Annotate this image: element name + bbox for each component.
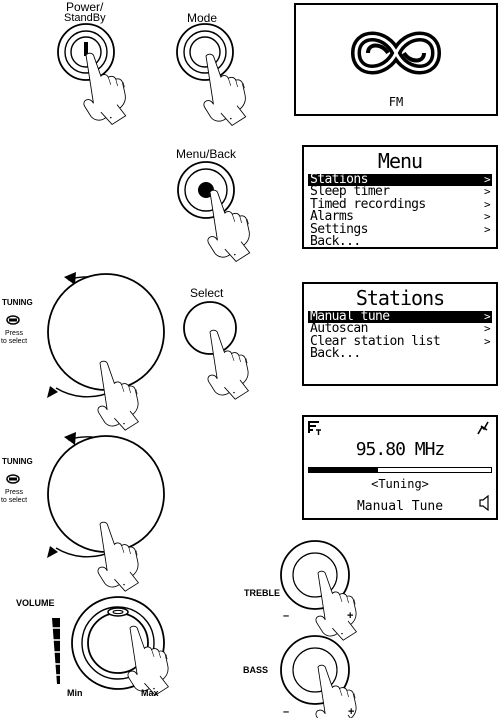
tuning-knob-icon	[7, 475, 19, 483]
press-label: Press	[3, 330, 25, 338]
tuning-progress-bar	[308, 467, 492, 473]
select-button[interactable]	[184, 302, 236, 354]
to-select-label: to select	[0, 338, 28, 346]
standby-label: StandBy	[64, 12, 106, 24]
frequency-display: 95.80 MHz	[304, 439, 496, 460]
volume-level-icon	[51, 618, 61, 684]
min-label: Min	[67, 688, 83, 698]
to-select-label: to select	[0, 497, 28, 505]
chevron-right-icon: >	[484, 224, 490, 236]
menu-item-back[interactable]: Back...	[308, 348, 492, 360]
max-label: Max	[141, 688, 159, 698]
mode-label: Mode	[187, 11, 217, 25]
fm-label: FM	[296, 95, 496, 109]
treble-plus: +	[347, 610, 353, 622]
chevron-right-icon: >	[484, 186, 490, 198]
tuning-status: <Tuning>	[304, 477, 496, 491]
menu-list: Stations> Sleep timer> Timed recordings>…	[308, 174, 492, 248]
no-stereo-icon	[476, 420, 490, 436]
menu-item-back[interactable]: Back...	[308, 236, 492, 248]
stations-list: Manual tune> Autoscan> Clear station lis…	[308, 311, 492, 361]
treble-minus: –	[283, 610, 289, 622]
tuning-progress-fill	[309, 468, 378, 472]
lcd-screen-stations: Stations Manual tune> Autoscan> Clear st…	[302, 282, 498, 386]
chevron-right-icon: >	[484, 336, 490, 348]
menu-title: Menu	[304, 149, 496, 173]
power-button[interactable]	[58, 24, 114, 80]
stations-title: Stations	[304, 286, 496, 310]
bass-minus: –	[283, 706, 289, 718]
tuning-mode-label: Manual Tune	[304, 499, 496, 514]
tuning-knob-icon	[7, 316, 19, 324]
signal-strength-icon	[307, 420, 323, 436]
chevron-right-icon: >	[484, 211, 490, 223]
speaker-icon	[478, 495, 492, 511]
press-label: Press	[3, 489, 25, 497]
tuning-label: TUNING	[2, 298, 33, 307]
menu-back-label: Menu/Back	[176, 147, 236, 161]
tuning-label: TUNING	[2, 457, 33, 466]
volume-label: VOLUME	[16, 598, 55, 608]
lcd-screen-fm: FM	[294, 3, 498, 116]
select-label: Select	[190, 286, 223, 300]
menu-back-button[interactable]	[178, 162, 234, 218]
bass-label: BASS	[243, 665, 268, 675]
lcd-screen-menu: Menu Stations> Sleep timer> Timed record…	[302, 145, 498, 249]
treble-label: TREBLE	[244, 588, 280, 598]
lcd-screen-tuning: 95.80 MHz <Tuning> Manual Tune	[302, 415, 498, 520]
bass-plus: +	[348, 706, 354, 718]
mode-button[interactable]	[177, 24, 233, 80]
chevron-right-icon: >	[484, 323, 490, 335]
